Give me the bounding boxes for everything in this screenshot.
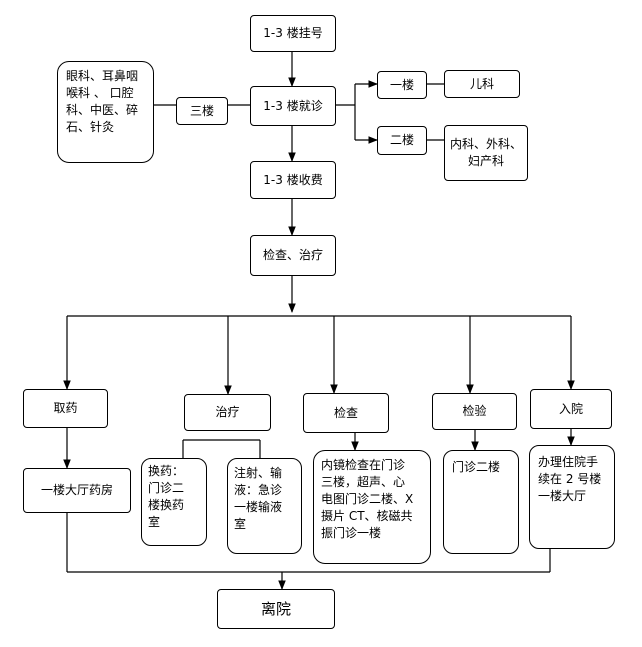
pediatrics-node: 儿科 xyxy=(444,70,520,98)
floor3-node: 三楼 xyxy=(176,97,228,125)
floor1-node: 一楼 xyxy=(377,71,427,99)
injection-node: 注射、输 液：急诊 一楼输液 室 xyxy=(227,458,302,554)
floor2-node: 二楼 xyxy=(377,126,427,155)
examination-detail-node: 内镜检查在门诊 三楼，超声、心 电图门诊二楼、X 摄片 CT、核磁共 振门诊一楼 xyxy=(313,450,431,564)
treatment-node: 治疗 xyxy=(184,394,271,431)
dressing-change-node: 换药： 门诊二 楼换药 室 xyxy=(141,458,207,546)
lab-location-node: 门诊二楼 xyxy=(443,450,519,554)
admission-node: 入院 xyxy=(530,389,612,429)
lab-test-node: 检验 xyxy=(432,393,517,430)
pickup-medicine-node: 取药 xyxy=(23,389,108,428)
consultation-node: 1-3 楼就诊 xyxy=(250,86,336,126)
payment-node: 1-3 楼收费 xyxy=(250,161,336,199)
examination-node: 检查 xyxy=(303,393,389,433)
registration-node: 1-3 楼挂号 xyxy=(250,15,336,52)
discharge-node: 离院 xyxy=(217,589,335,629)
exam-treatment-node: 检查、治疗 xyxy=(250,235,336,276)
admission-detail-node: 办理住院手 续在 2 号楼 一楼大厅 xyxy=(529,445,615,549)
floor2-departments-node: 内科、外科、 妇产科 xyxy=(444,125,528,181)
pharmacy-node: 一楼大厅药房 xyxy=(23,468,131,513)
floor3-departments-node: 眼科、耳鼻咽 喉科 、 口腔 科、中医、碎 石、针灸 xyxy=(57,61,154,163)
